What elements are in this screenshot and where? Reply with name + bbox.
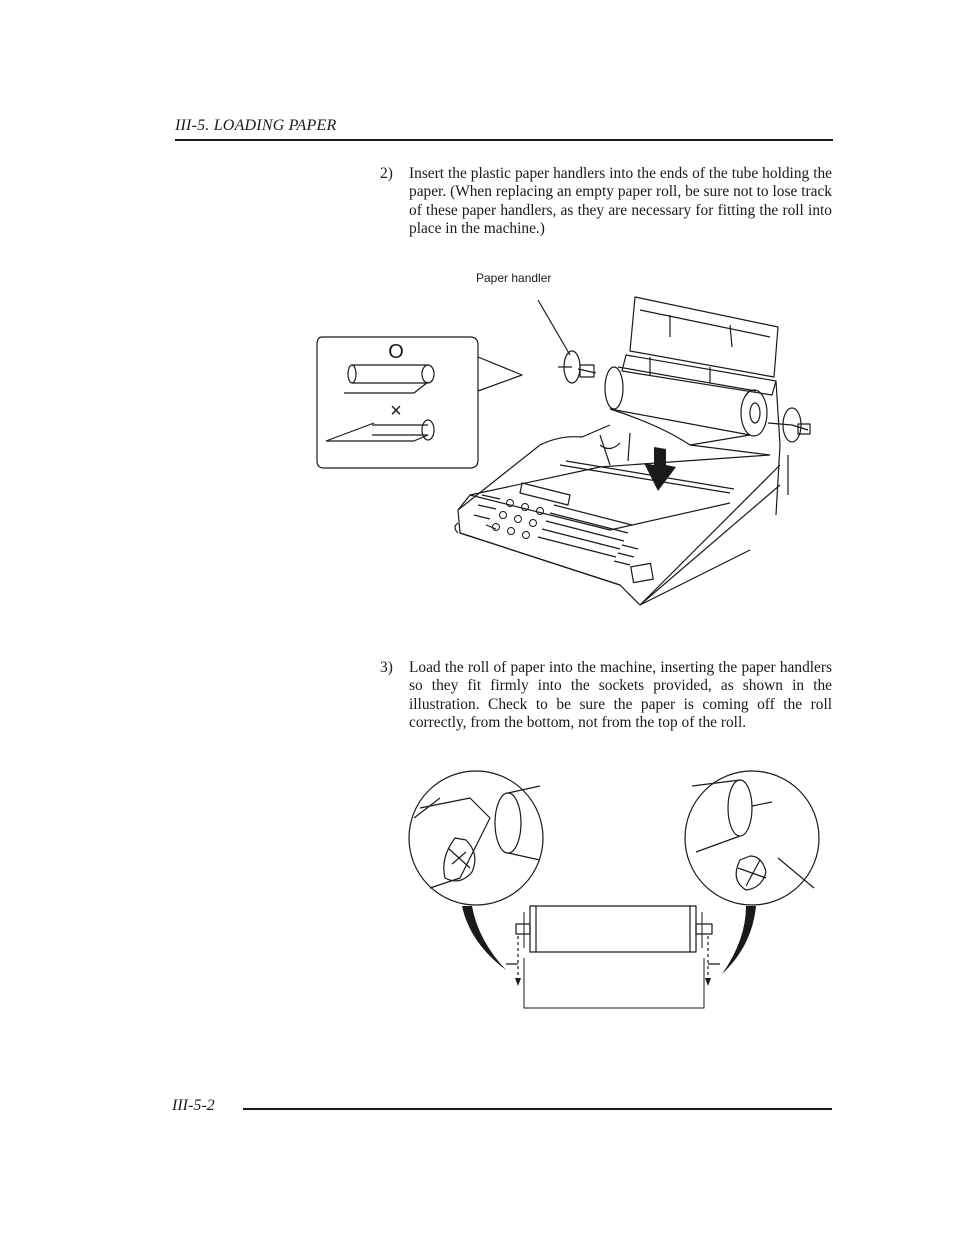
inset-pointer <box>477 356 523 392</box>
paper-handler-label: Paper handler <box>476 271 552 285</box>
section-title: III-5. LOADING PAPER <box>175 117 337 134</box>
correct-mark: O <box>388 341 404 363</box>
step-3-number: 3) <box>380 659 393 676</box>
header-rule <box>175 139 833 141</box>
paper-roll <box>529 905 697 953</box>
keypad <box>492 499 544 539</box>
page-number: III-5-2 <box>172 1097 215 1114</box>
footer-rule <box>243 1108 832 1110</box>
step-2-text: Insert the plastic paper handlers into t… <box>409 165 832 238</box>
down-arrow-icon <box>644 447 676 491</box>
step-2: 2) Insert the plastic paper handlers int… <box>380 165 832 239</box>
step-2-number: 2) <box>380 165 393 182</box>
right-socket-detail <box>684 770 820 906</box>
incorrect-mark: × <box>390 400 402 422</box>
step-3-text: Load the roll of paper into the machine,… <box>409 659 832 732</box>
inset-box <box>316 336 479 469</box>
left-socket-detail <box>408 770 544 906</box>
fax-machine-illustration: O × <box>316 296 811 606</box>
step-3: 3) Load the roll of paper into the machi… <box>380 659 832 734</box>
roll-insertion-illustration <box>408 770 820 1009</box>
